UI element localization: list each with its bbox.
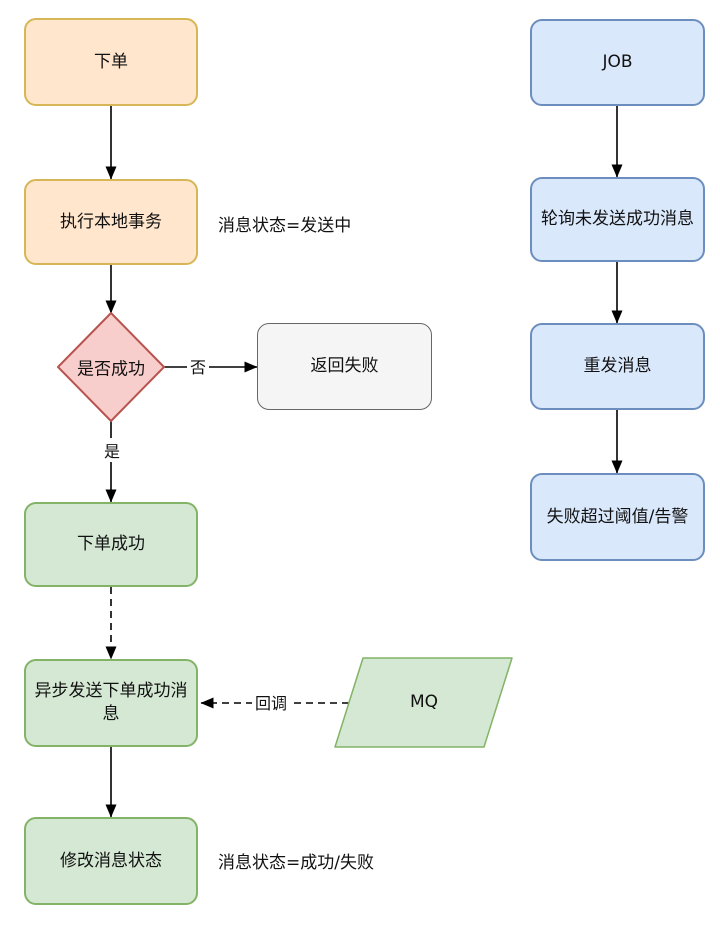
node-async-send-message-label: 异步发送下单成功消息	[34, 681, 188, 724]
node-job-label: JOB	[602, 52, 633, 73]
node-is-success-label: 是否成功	[77, 359, 145, 380]
node-update-message-status: 修改消息状态	[24, 817, 198, 905]
edge-label-callback: 回调	[251, 690, 291, 714]
edge-label-no: 否	[186, 354, 210, 378]
node-resend-message-label: 重发消息	[583, 356, 652, 377]
decision-diamond-shape	[57, 312, 165, 422]
node-resend-message: 重发消息	[530, 323, 705, 410]
node-mq-label: MQ	[409, 692, 439, 712]
note-message-status-result: 消息状态=成功/失败	[218, 853, 374, 873]
node-poll-unsent-messages: 轮询未发送成功消息	[530, 177, 705, 262]
node-update-message-status-label: 修改消息状态	[60, 850, 162, 871]
node-exec-local-transaction: 执行本地事务	[24, 179, 198, 265]
node-job: JOB	[530, 19, 705, 106]
note-message-status-sending: 消息状态=发送中	[218, 216, 352, 236]
node-place-order: 下单	[24, 18, 198, 106]
node-order-success-label: 下单成功	[77, 534, 145, 555]
edge-label-yes: 是	[100, 438, 124, 462]
node-place-order-label: 下单	[94, 51, 128, 72]
node-order-success: 下单成功	[24, 502, 198, 587]
node-fail-threshold-alert: 失败超过阈值/告警	[530, 473, 705, 561]
mq-parallelogram-shape	[334, 657, 513, 748]
node-fail-threshold-alert-label: 失败超过阈值/告警	[546, 506, 689, 527]
node-poll-unsent-messages-label: 轮询未发送成功消息	[541, 209, 694, 230]
node-return-failure: 返回失败	[257, 323, 432, 410]
node-async-send-message: 异步发送下单成功消息	[24, 659, 198, 747]
node-return-failure-label: 返回失败	[310, 356, 379, 377]
node-exec-local-transaction-label: 执行本地事务	[60, 211, 162, 232]
